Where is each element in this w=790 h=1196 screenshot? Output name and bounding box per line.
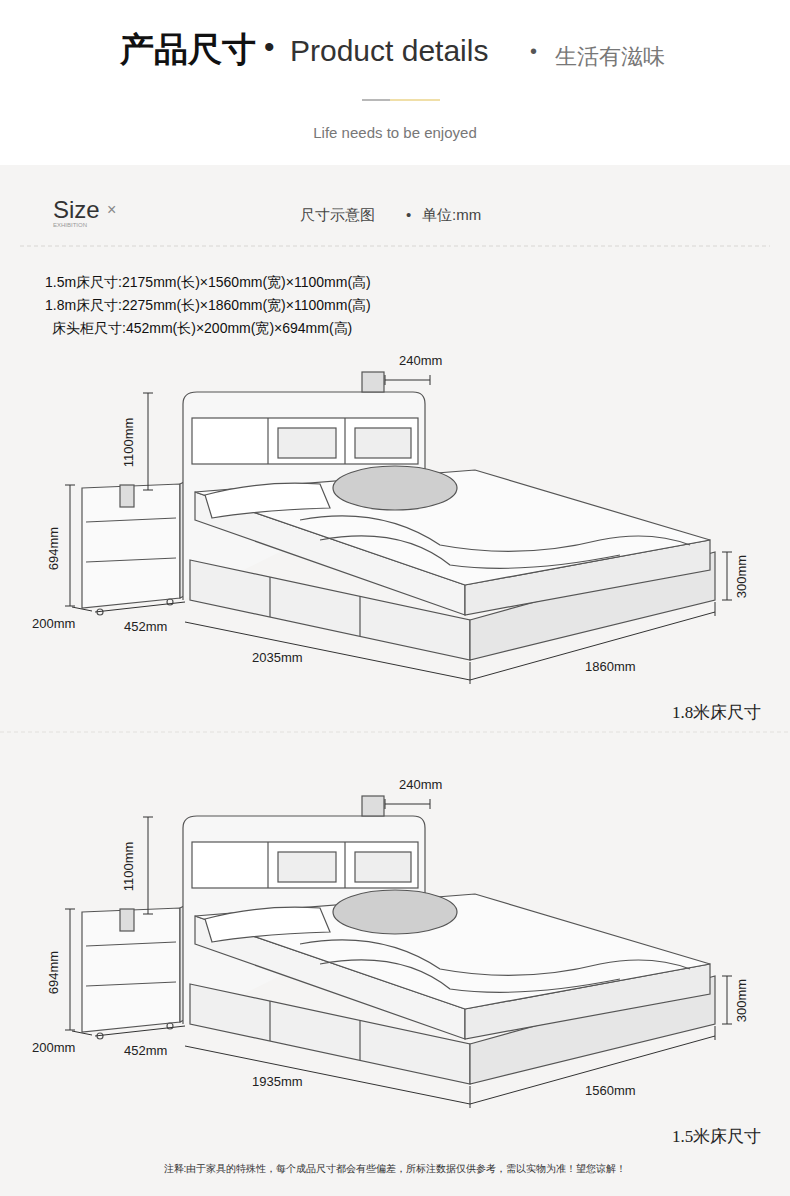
dimension-label: 300mm (736, 552, 751, 599)
spec-line: 床头柜尺寸:452mm(长)×200mm(宽)×694mm(高) (52, 320, 352, 336)
footnote: 注释:由于家具的特殊性，每个成品尺寸都会有些偏差，所标注数据仅供参考，需以实物为… (164, 1163, 627, 1175)
dimension-label: 2035mm (250, 651, 305, 666)
bed-drawing (65, 372, 732, 684)
spec-line: 1.8m床尺寸:2275mm(长)×1860mm(宽)×1100mm(高) (45, 297, 371, 313)
dimension-label: 300mm (736, 976, 751, 1023)
dimension-label: 1100mm (123, 839, 138, 893)
section-note: 尺寸示意图 (300, 206, 375, 223)
bullet: • (406, 206, 411, 223)
header-rule (362, 99, 390, 100)
dimension-label: 200mm (30, 617, 77, 632)
section-title: Size (53, 196, 100, 224)
close-mark: × (107, 201, 116, 219)
dimension-label: 240mm (397, 778, 444, 793)
bullet: • (264, 30, 275, 65)
section-subtitle: EXHIBITION (53, 222, 87, 229)
divider (0, 732, 790, 733)
divider (20, 246, 770, 247)
size-caption: 1.5米床尺寸 (670, 1127, 763, 1147)
dimension-label: 200mm (30, 1041, 77, 1056)
dimension-label: 240mm (397, 354, 444, 369)
tagline: Life needs to be enjoyed (313, 124, 476, 141)
page-title: 产品尺寸 (120, 30, 256, 69)
spec-line: 1.5m床尺寸:2175mm(长)×1560mm(宽)×1100mm(高) (45, 274, 371, 290)
header-rule (390, 99, 440, 100)
slogan: 生活有滋味 (555, 44, 665, 69)
subtitle: Product details (290, 34, 488, 69)
dimension-label: 694mm (48, 524, 63, 571)
dimension-label: 1935mm (250, 1075, 305, 1090)
size-caption: 1.8米床尺寸 (670, 703, 763, 723)
dimension-label: 1100mm (123, 415, 138, 469)
dimension-label: 694mm (48, 948, 63, 995)
dimension-label: 452mm (122, 620, 169, 635)
bed-drawing (65, 796, 732, 1108)
dimension-label: 1560mm (583, 1084, 638, 1099)
unit-note: 单位:mm (422, 206, 481, 223)
dimension-label: 1860mm (583, 660, 638, 675)
bullet: • (530, 40, 537, 63)
dimension-label: 452mm (122, 1044, 169, 1059)
